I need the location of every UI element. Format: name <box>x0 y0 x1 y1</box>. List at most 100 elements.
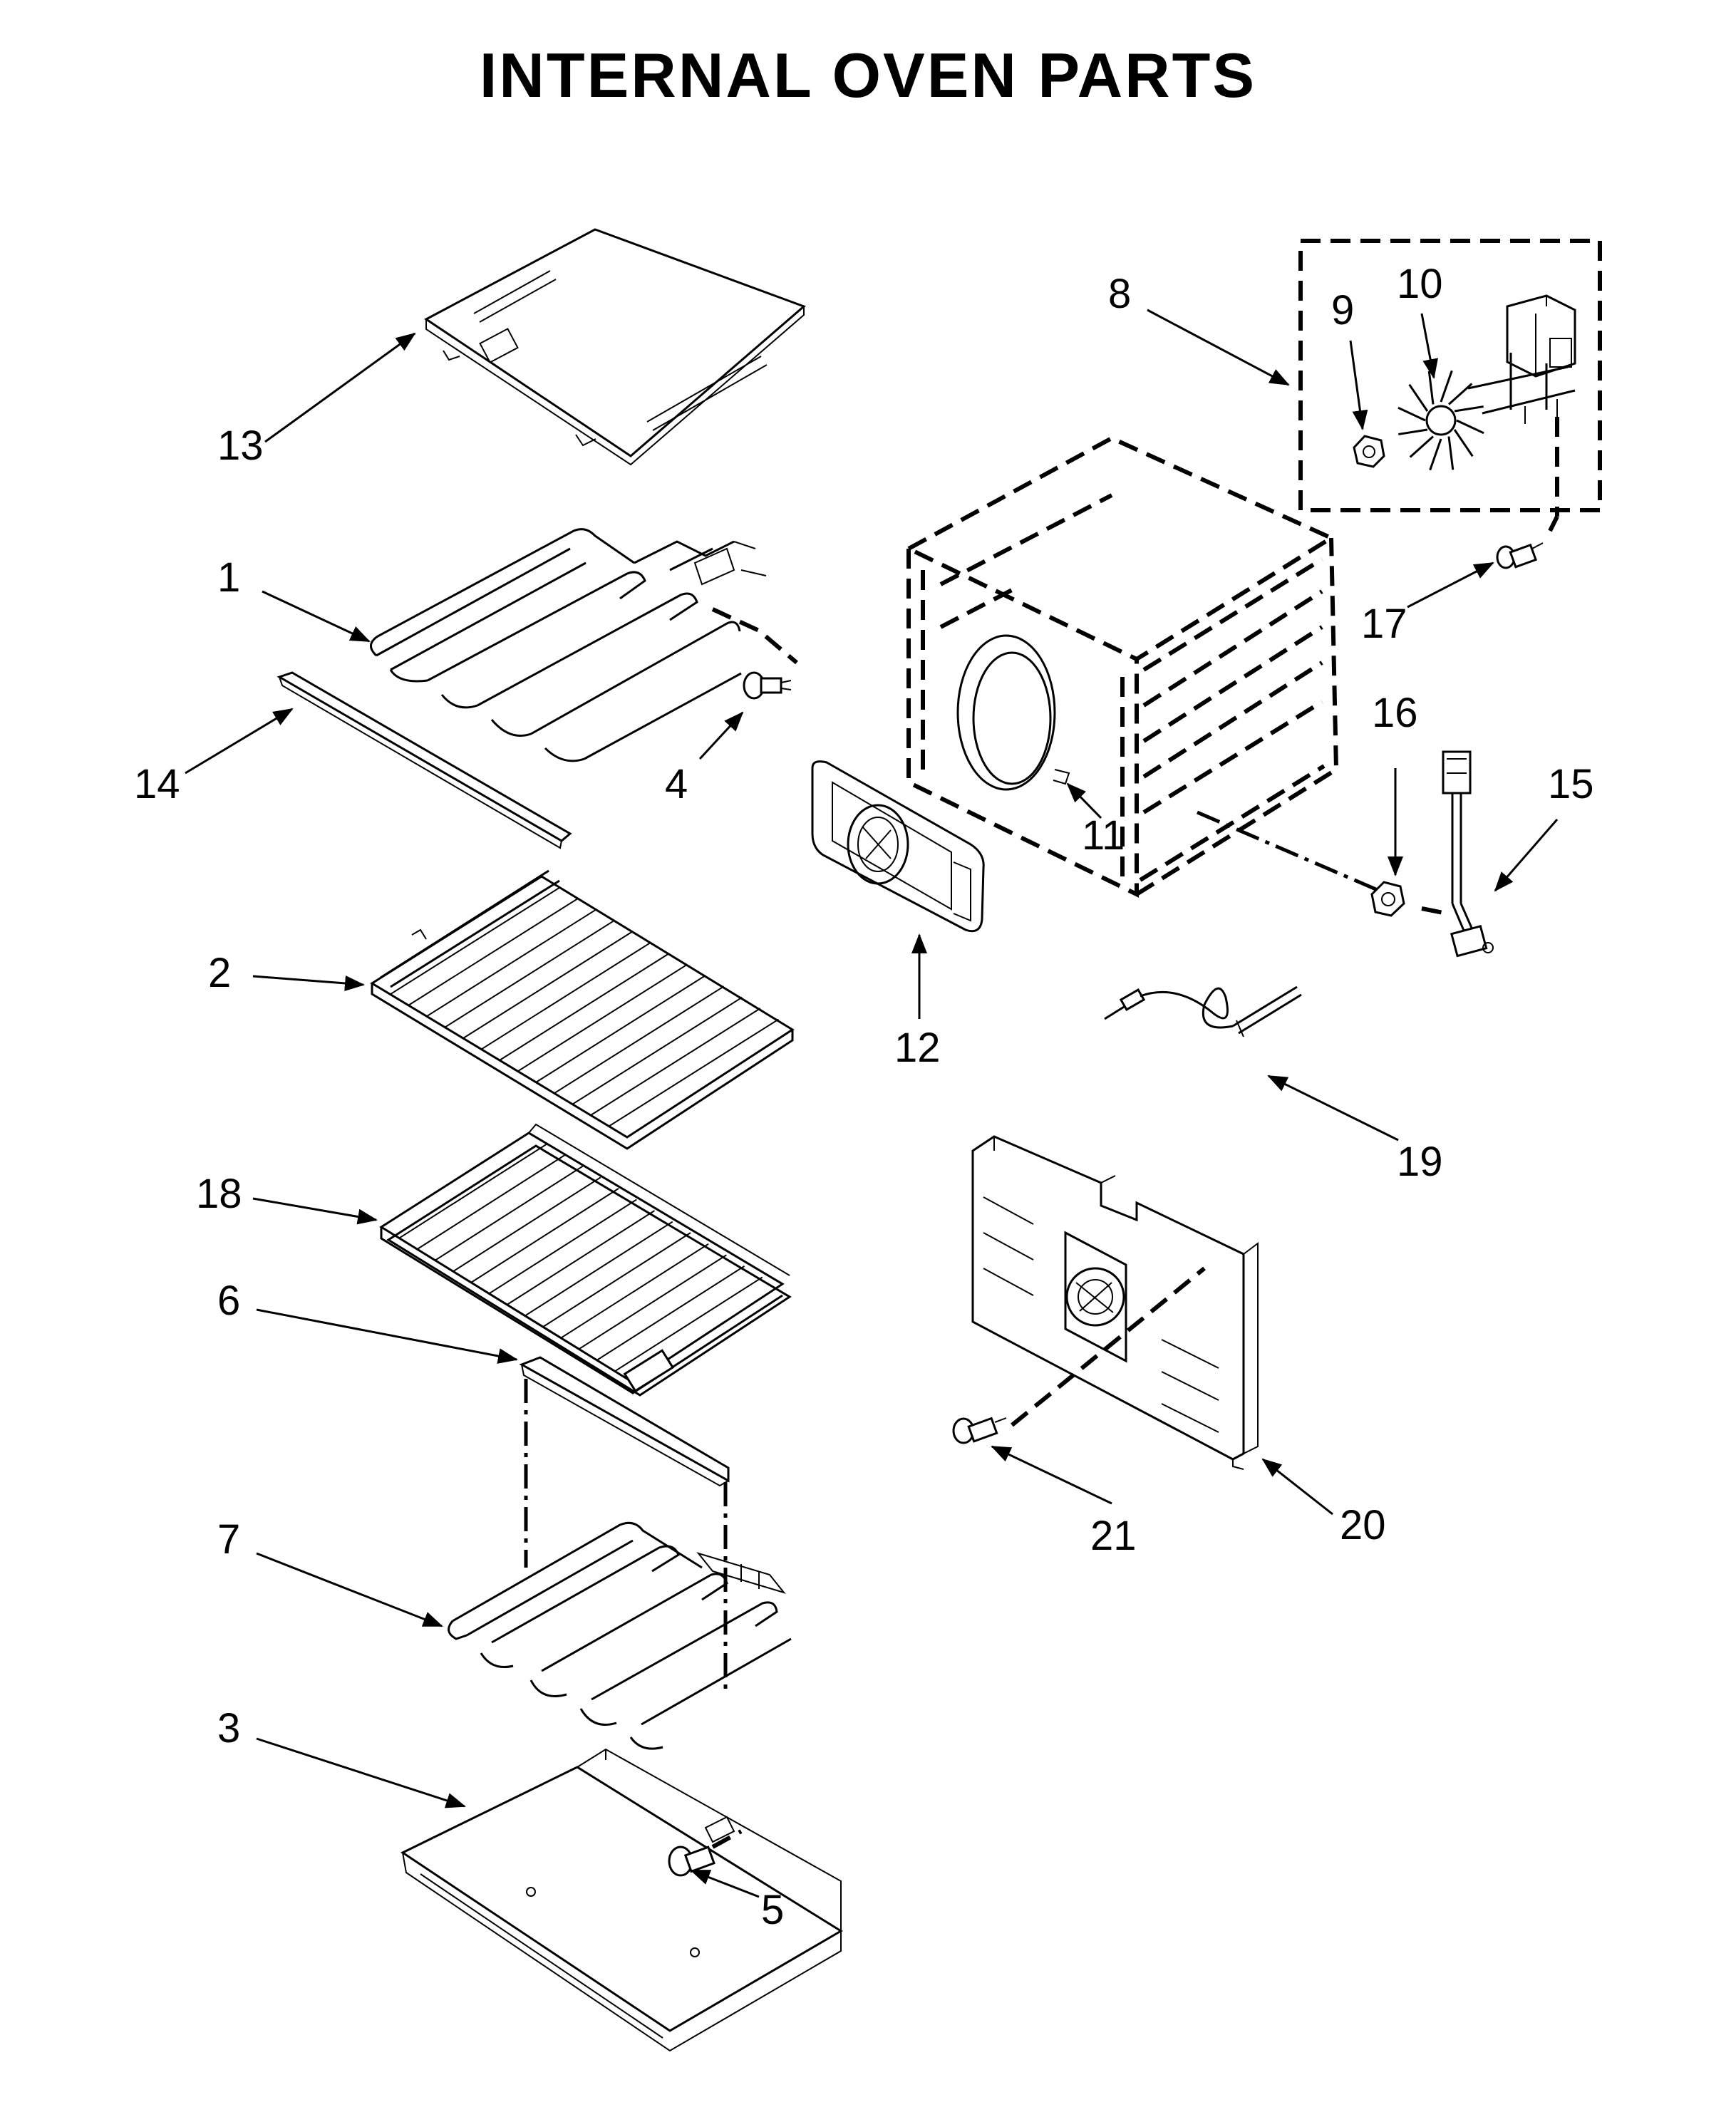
label-9: 9 <box>1331 287 1354 333</box>
diagram-title: INTERNAL OVEN PARTS <box>479 40 1257 110</box>
rack-wire <box>480 941 651 1050</box>
part-number-labels: 13 1 14 4 2 18 6 7 3 5 8 9 10 17 11 12 1… <box>134 261 1594 1933</box>
fan-blade <box>1454 405 1484 413</box>
label-5: 5 <box>761 1887 784 1933</box>
label-4: 4 <box>665 761 688 807</box>
leader-21 <box>991 1445 1112 1505</box>
label-8: 8 <box>1108 271 1131 317</box>
part-3-bottom-panel <box>400 1748 843 2052</box>
rack-wire <box>517 963 688 1072</box>
fan-blade <box>1409 435 1435 458</box>
assembly-line-17b <box>1548 515 1559 532</box>
part-17-screw <box>1496 542 1544 569</box>
rack-wire <box>578 1254 727 1350</box>
label-6: 6 <box>217 1278 240 1324</box>
leader-9 <box>1349 340 1368 430</box>
fan-blade <box>1408 383 1429 412</box>
rack-wire <box>535 975 706 1083</box>
rack-wire <box>608 1018 779 1127</box>
label-13: 13 <box>217 423 264 469</box>
leader-17 <box>1407 561 1494 609</box>
leader-8 <box>1147 309 1290 386</box>
label-7: 7 <box>217 1516 240 1563</box>
leader-10 <box>1420 313 1438 379</box>
leader-13 <box>264 332 416 443</box>
part-9-nut <box>1353 435 1385 468</box>
part-12-fan-cover <box>811 760 985 933</box>
rack-wire <box>444 919 615 1028</box>
label-14: 14 <box>134 761 180 807</box>
fan-motor <box>1467 294 1576 424</box>
rack-wire <box>398 1143 547 1239</box>
leader-18 <box>252 1197 378 1225</box>
fan-blade <box>1440 370 1453 403</box>
part-8-oven-cavity <box>904 435 1339 898</box>
fan-motor-assembly-box <box>1298 239 1602 512</box>
label-20: 20 <box>1340 1502 1386 1548</box>
rack-wire <box>470 1188 619 1283</box>
leader-11 <box>1066 782 1102 819</box>
part-1-broil-element <box>370 528 798 762</box>
part-18-rollout-rack <box>379 1123 792 1397</box>
label-21: 21 <box>1090 1513 1137 1559</box>
leader-1 <box>262 590 371 643</box>
label-17: 17 <box>1361 601 1407 647</box>
convection-ring <box>956 634 1070 791</box>
rack-wire <box>390 886 561 995</box>
label-1: 1 <box>217 554 240 601</box>
label-3: 3 <box>217 1705 240 1751</box>
rack-wire <box>525 1221 673 1317</box>
fan-blade <box>1453 429 1474 457</box>
part-15-switch-assembly <box>1421 750 1494 958</box>
leader-5 <box>690 1869 760 1898</box>
rack-wire <box>590 1008 761 1116</box>
leader-4 <box>698 711 744 760</box>
rack-wire <box>560 1243 709 1339</box>
part-14-trim-strip <box>277 671 572 849</box>
label-2: 2 <box>208 950 231 996</box>
fan-blade <box>1447 383 1473 405</box>
fan-blade <box>1398 428 1428 435</box>
label-19: 19 <box>1397 1139 1443 1185</box>
part-7-bake-element <box>448 1521 792 1750</box>
assembly-line-21 <box>1011 1266 1206 1427</box>
label-11: 11 <box>1082 812 1125 859</box>
rack-wire <box>408 898 579 1006</box>
rack-wire <box>572 996 743 1105</box>
rack-wire <box>506 1210 656 1305</box>
part-5-screw <box>668 1829 743 1877</box>
rack-wire <box>463 931 634 1039</box>
part-10-fan-blade <box>1397 370 1484 471</box>
label-18: 18 <box>196 1171 242 1217</box>
leader-3 <box>256 1737 466 1808</box>
rack-wire <box>542 1232 691 1327</box>
part-16-nut <box>1197 810 1405 917</box>
rack-wire <box>435 1165 584 1261</box>
leader-20 <box>1261 1458 1333 1516</box>
rack-wire <box>453 1176 601 1273</box>
fan-blade <box>1447 436 1455 470</box>
part-21-screw <box>952 1417 1007 1444</box>
part-2-oven-rack <box>370 869 795 1150</box>
rack-wire <box>614 1276 763 1372</box>
part-20-rear-panel <box>971 1135 1259 1470</box>
leader-14 <box>185 708 294 775</box>
leader-2 <box>252 975 365 991</box>
label-15: 15 <box>1548 761 1594 807</box>
leader-19 <box>1267 1075 1399 1142</box>
rack-wire <box>499 953 670 1061</box>
part-13-top-panel <box>424 228 806 466</box>
rack-wire <box>554 985 725 1094</box>
label-10: 10 <box>1397 261 1443 307</box>
fan-blade <box>1429 438 1442 471</box>
leader-lines <box>185 309 1559 1898</box>
part-19-meat-probe <box>1104 985 1302 1037</box>
part-4-screw <box>743 671 792 700</box>
rack-wire <box>488 1199 637 1295</box>
leader-7 <box>256 1552 443 1627</box>
label-12: 12 <box>894 1025 941 1071</box>
leader-15 <box>1494 819 1559 892</box>
rack-wire <box>426 909 597 1018</box>
